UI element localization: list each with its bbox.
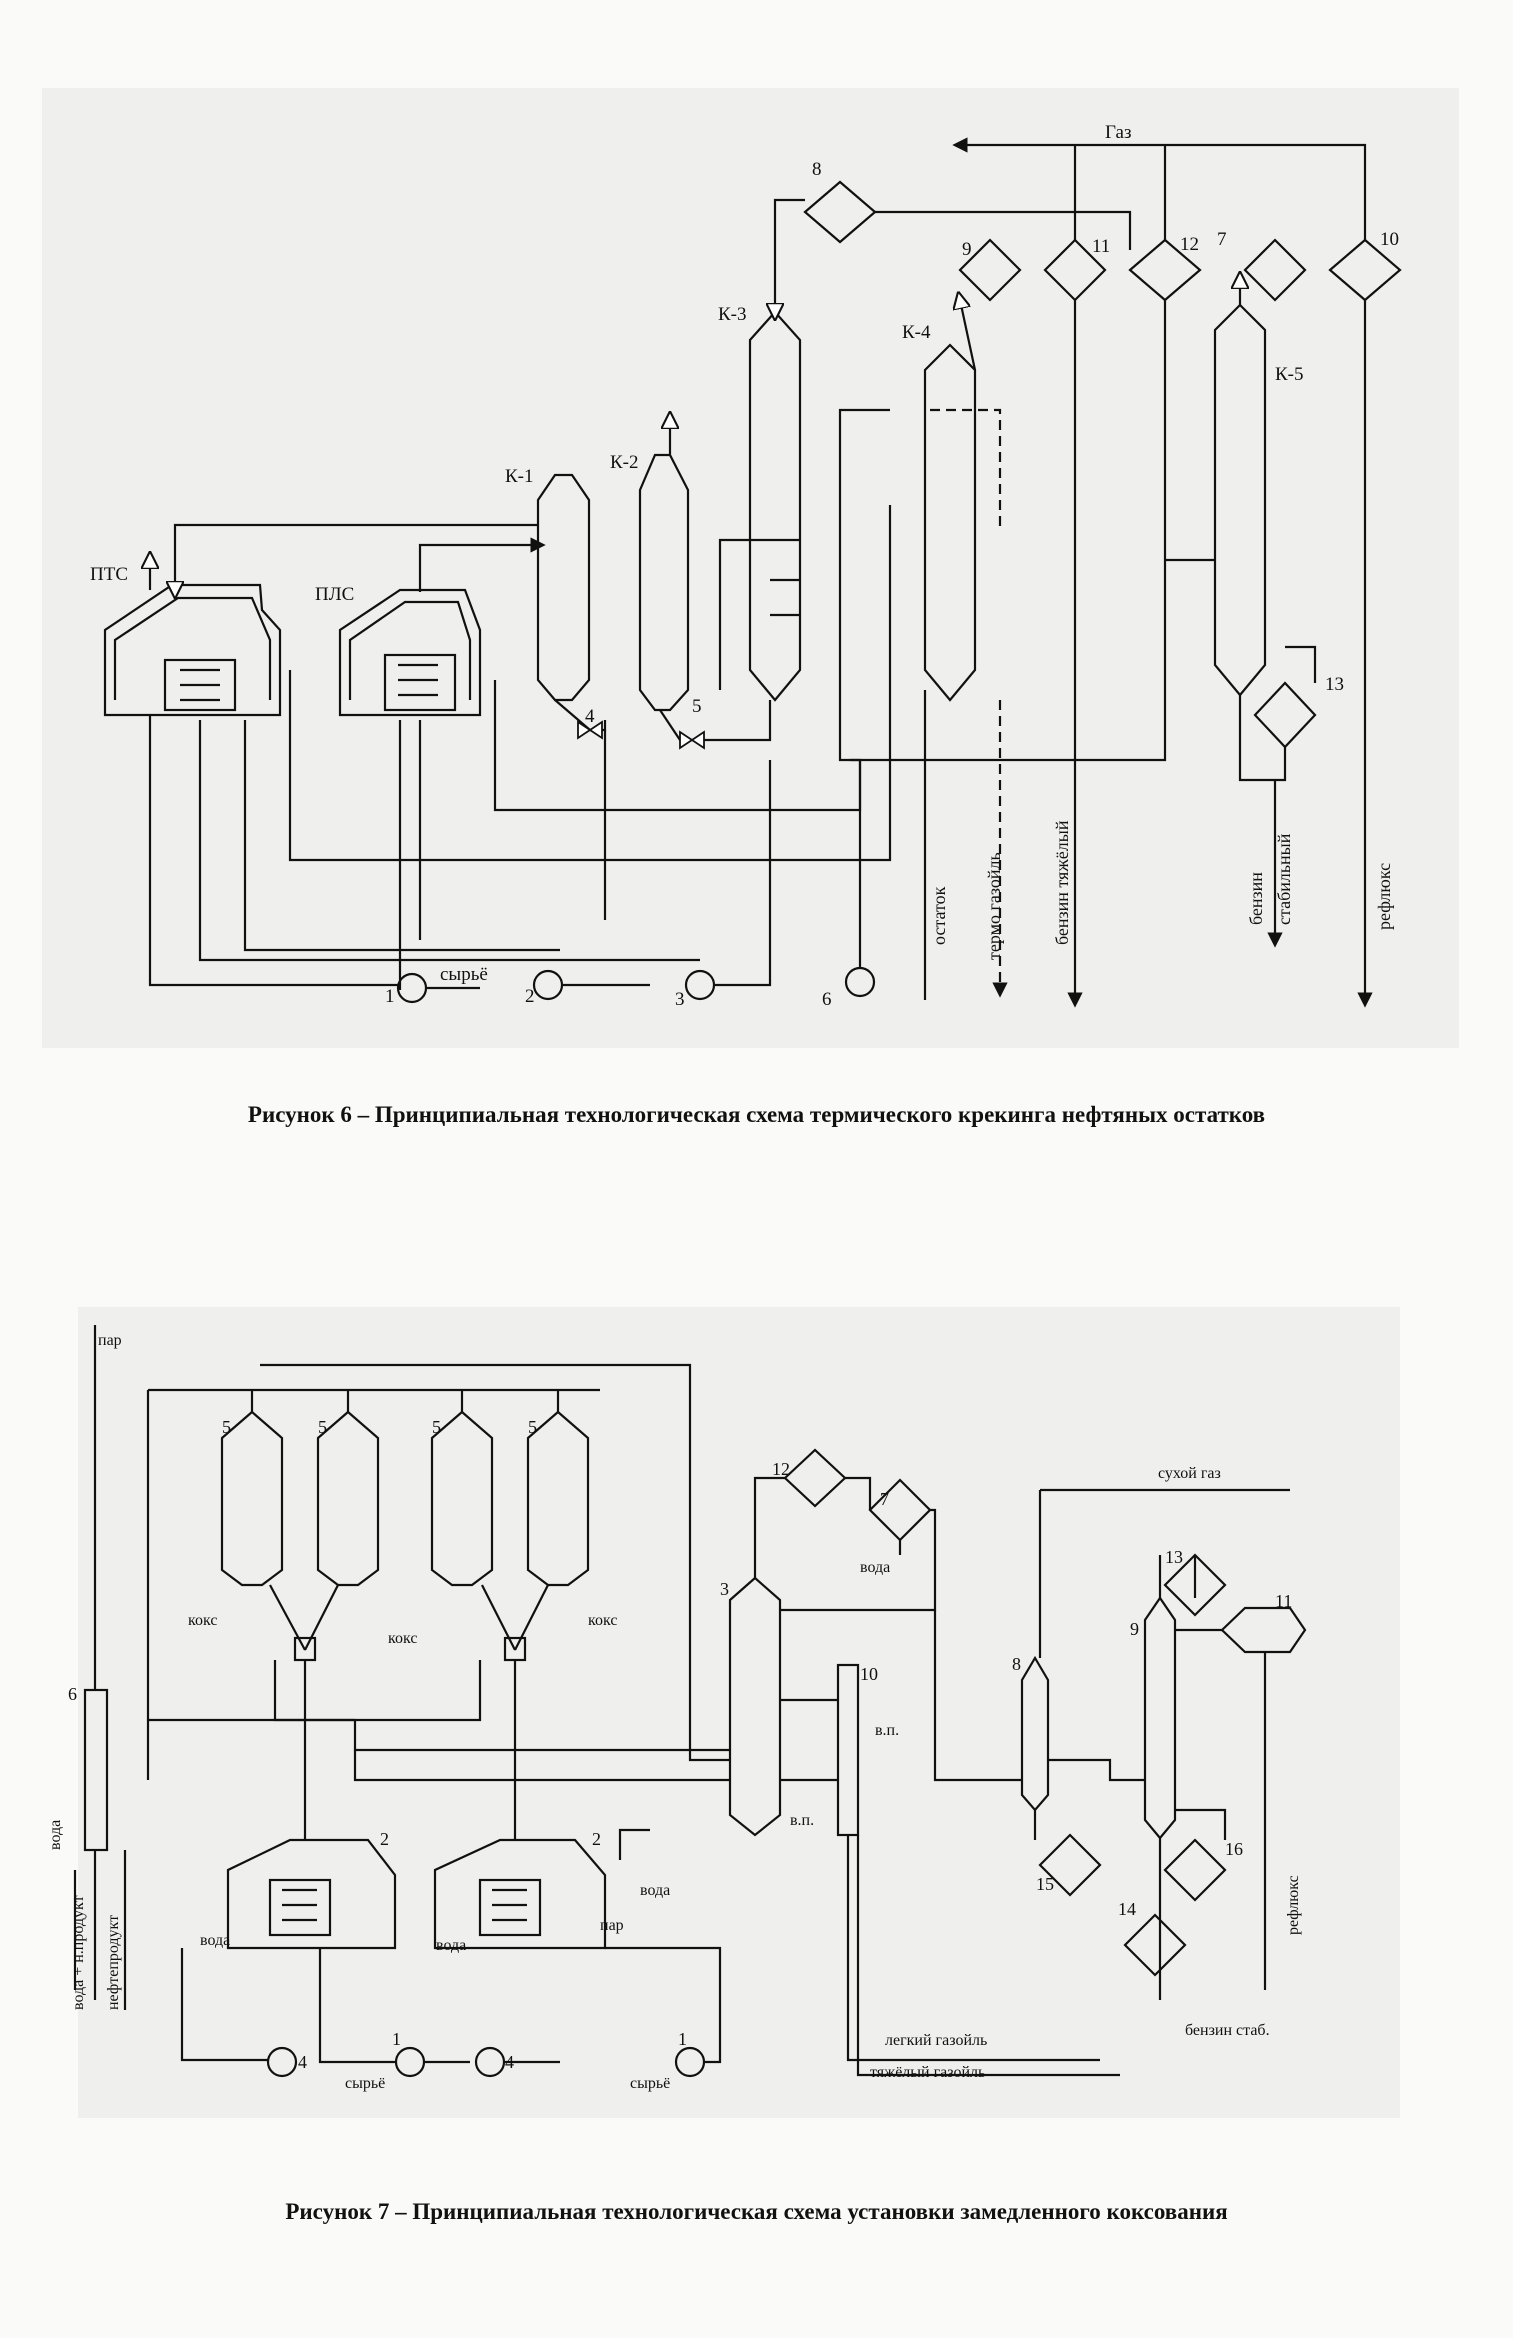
num-7: 7 xyxy=(1217,229,1227,250)
furnace-a xyxy=(226,1838,397,1950)
column-k4 xyxy=(923,343,977,702)
column-k1 xyxy=(536,473,591,702)
num-6: 6 xyxy=(68,1684,77,1704)
num-8: 8 xyxy=(812,159,822,180)
figure6-caption: Рисунок 6 – Принципиальная технологическ… xyxy=(247,1102,1266,1127)
figure7-panel xyxy=(78,1307,1400,2118)
num-13: 13 xyxy=(1165,1547,1183,1567)
num-6: 6 xyxy=(822,989,832,1010)
num-10: 10 xyxy=(1380,229,1399,250)
num-9: 9 xyxy=(1130,1619,1139,1639)
column-9 xyxy=(1143,1596,1177,1840)
num-4: 4 xyxy=(585,706,595,727)
label-k2: К-2 xyxy=(610,452,639,473)
label-steam: пар xyxy=(600,1917,624,1934)
column-k2 xyxy=(638,453,690,712)
label-heavy-gasoil: тяжёлый газойль xyxy=(870,2064,985,2081)
label-water-1: вода xyxy=(200,1932,230,1949)
label-coke-1: кокс xyxy=(188,1612,217,1629)
stripper-10 xyxy=(836,1663,860,1837)
furnace-pls xyxy=(338,588,482,717)
num-1: 1 xyxy=(385,986,395,1007)
num-3: 3 xyxy=(720,1579,729,1599)
label-residue: остаток xyxy=(929,886,949,945)
num-5b: 5 xyxy=(318,1417,327,1437)
label-water-2: вода xyxy=(436,1937,466,1954)
num-9: 9 xyxy=(962,239,972,260)
num-3: 3 xyxy=(675,989,685,1010)
separator-6 xyxy=(83,1688,109,1852)
column-8 xyxy=(1020,1655,1050,1812)
num-1a: 1 xyxy=(392,2029,401,2049)
label-water-sep: вода xyxy=(860,1559,890,1576)
drum-11 xyxy=(1220,1606,1307,1654)
label-feed-2: сырьё xyxy=(630,2075,670,2092)
label-light-gasoil: легкий газойль xyxy=(885,2032,987,2049)
num-11: 11 xyxy=(1092,236,1110,257)
label-dry-gas: сухой газ xyxy=(1158,1465,1221,1482)
coke-drum-4 xyxy=(526,1410,590,1587)
num-5c: 5 xyxy=(432,1417,441,1437)
num-12: 12 xyxy=(772,1459,790,1479)
label-feed: сырьё xyxy=(440,964,488,985)
label-k5: К-5 xyxy=(1275,364,1304,385)
num-5a: 5 xyxy=(222,1417,231,1437)
label-pls: ПЛС xyxy=(315,584,354,605)
coke-drum-1 xyxy=(220,1410,284,1587)
num-16: 16 xyxy=(1225,1839,1243,1859)
num-11: 11 xyxy=(1275,1591,1292,1611)
label-feed-1: сырьё xyxy=(345,2075,385,2092)
label-coke-3: кокс xyxy=(588,1612,617,1629)
num-7: 7 xyxy=(880,1489,889,1509)
label-water-oil: вода + н.продукт xyxy=(70,1895,87,2010)
thermal-cracking-diagram: ПТС ПЛС К-1 К-2 К-3 К-4 К-5 Газ сырьё 1 … xyxy=(90,122,1402,1010)
label-k4: К-4 xyxy=(902,322,931,343)
label-stable-gasoline: бензин стаб. xyxy=(1185,2022,1270,2039)
num-4a: 4 xyxy=(298,2052,307,2072)
label-thermo-gasoil: термо газойль xyxy=(984,852,1004,960)
furnace-ptc xyxy=(103,583,282,717)
num-2: 2 xyxy=(525,986,535,1007)
label-gasoline-1: бензин xyxy=(1246,872,1266,925)
label-water-left: вода xyxy=(47,1820,64,1850)
num-5: 5 xyxy=(692,696,702,717)
label-water-3: вода xyxy=(640,1882,670,1899)
label-gasoline-2: стабильный xyxy=(1274,833,1294,925)
label-gas: Газ xyxy=(1105,122,1131,143)
num-10: 10 xyxy=(860,1664,878,1684)
num-1b: 1 xyxy=(678,2029,687,2049)
label-ptc: ПТС xyxy=(90,564,128,585)
num-13: 13 xyxy=(1325,674,1344,695)
column-3 xyxy=(728,1576,782,1837)
label-reflux: рефлюкс xyxy=(1285,1875,1302,1935)
num-14: 14 xyxy=(1118,1899,1136,1919)
label-k3: К-3 xyxy=(718,304,747,325)
label-vp-1: в.п. xyxy=(875,1722,899,1739)
label-steam-top: пар xyxy=(98,1332,122,1349)
num-5d: 5 xyxy=(528,1417,537,1437)
coke-drum-2 xyxy=(316,1410,380,1587)
coke-drum-3 xyxy=(430,1410,494,1587)
label-heavy-gasoline: бензин тяжёлый xyxy=(1052,820,1072,945)
furnace-b xyxy=(433,1838,607,1950)
num-8: 8 xyxy=(1012,1654,1021,1674)
figure7-caption: Рисунок 7 – Принципиальная технологическ… xyxy=(285,2199,1228,2224)
num-2a: 2 xyxy=(380,1829,389,1849)
label-k1: К-1 xyxy=(505,466,534,487)
num-2b: 2 xyxy=(592,1829,601,1849)
label-oil-product: нефтепродукт xyxy=(105,1915,122,2010)
label-coke-2: кокс xyxy=(388,1630,417,1647)
num-15: 15 xyxy=(1036,1874,1054,1894)
label-reflux: рефлюкс xyxy=(1374,863,1394,930)
label-vp-2: в.п. xyxy=(790,1812,814,1829)
num-12: 12 xyxy=(1180,234,1199,255)
num-4b: 4 xyxy=(505,2052,514,2072)
